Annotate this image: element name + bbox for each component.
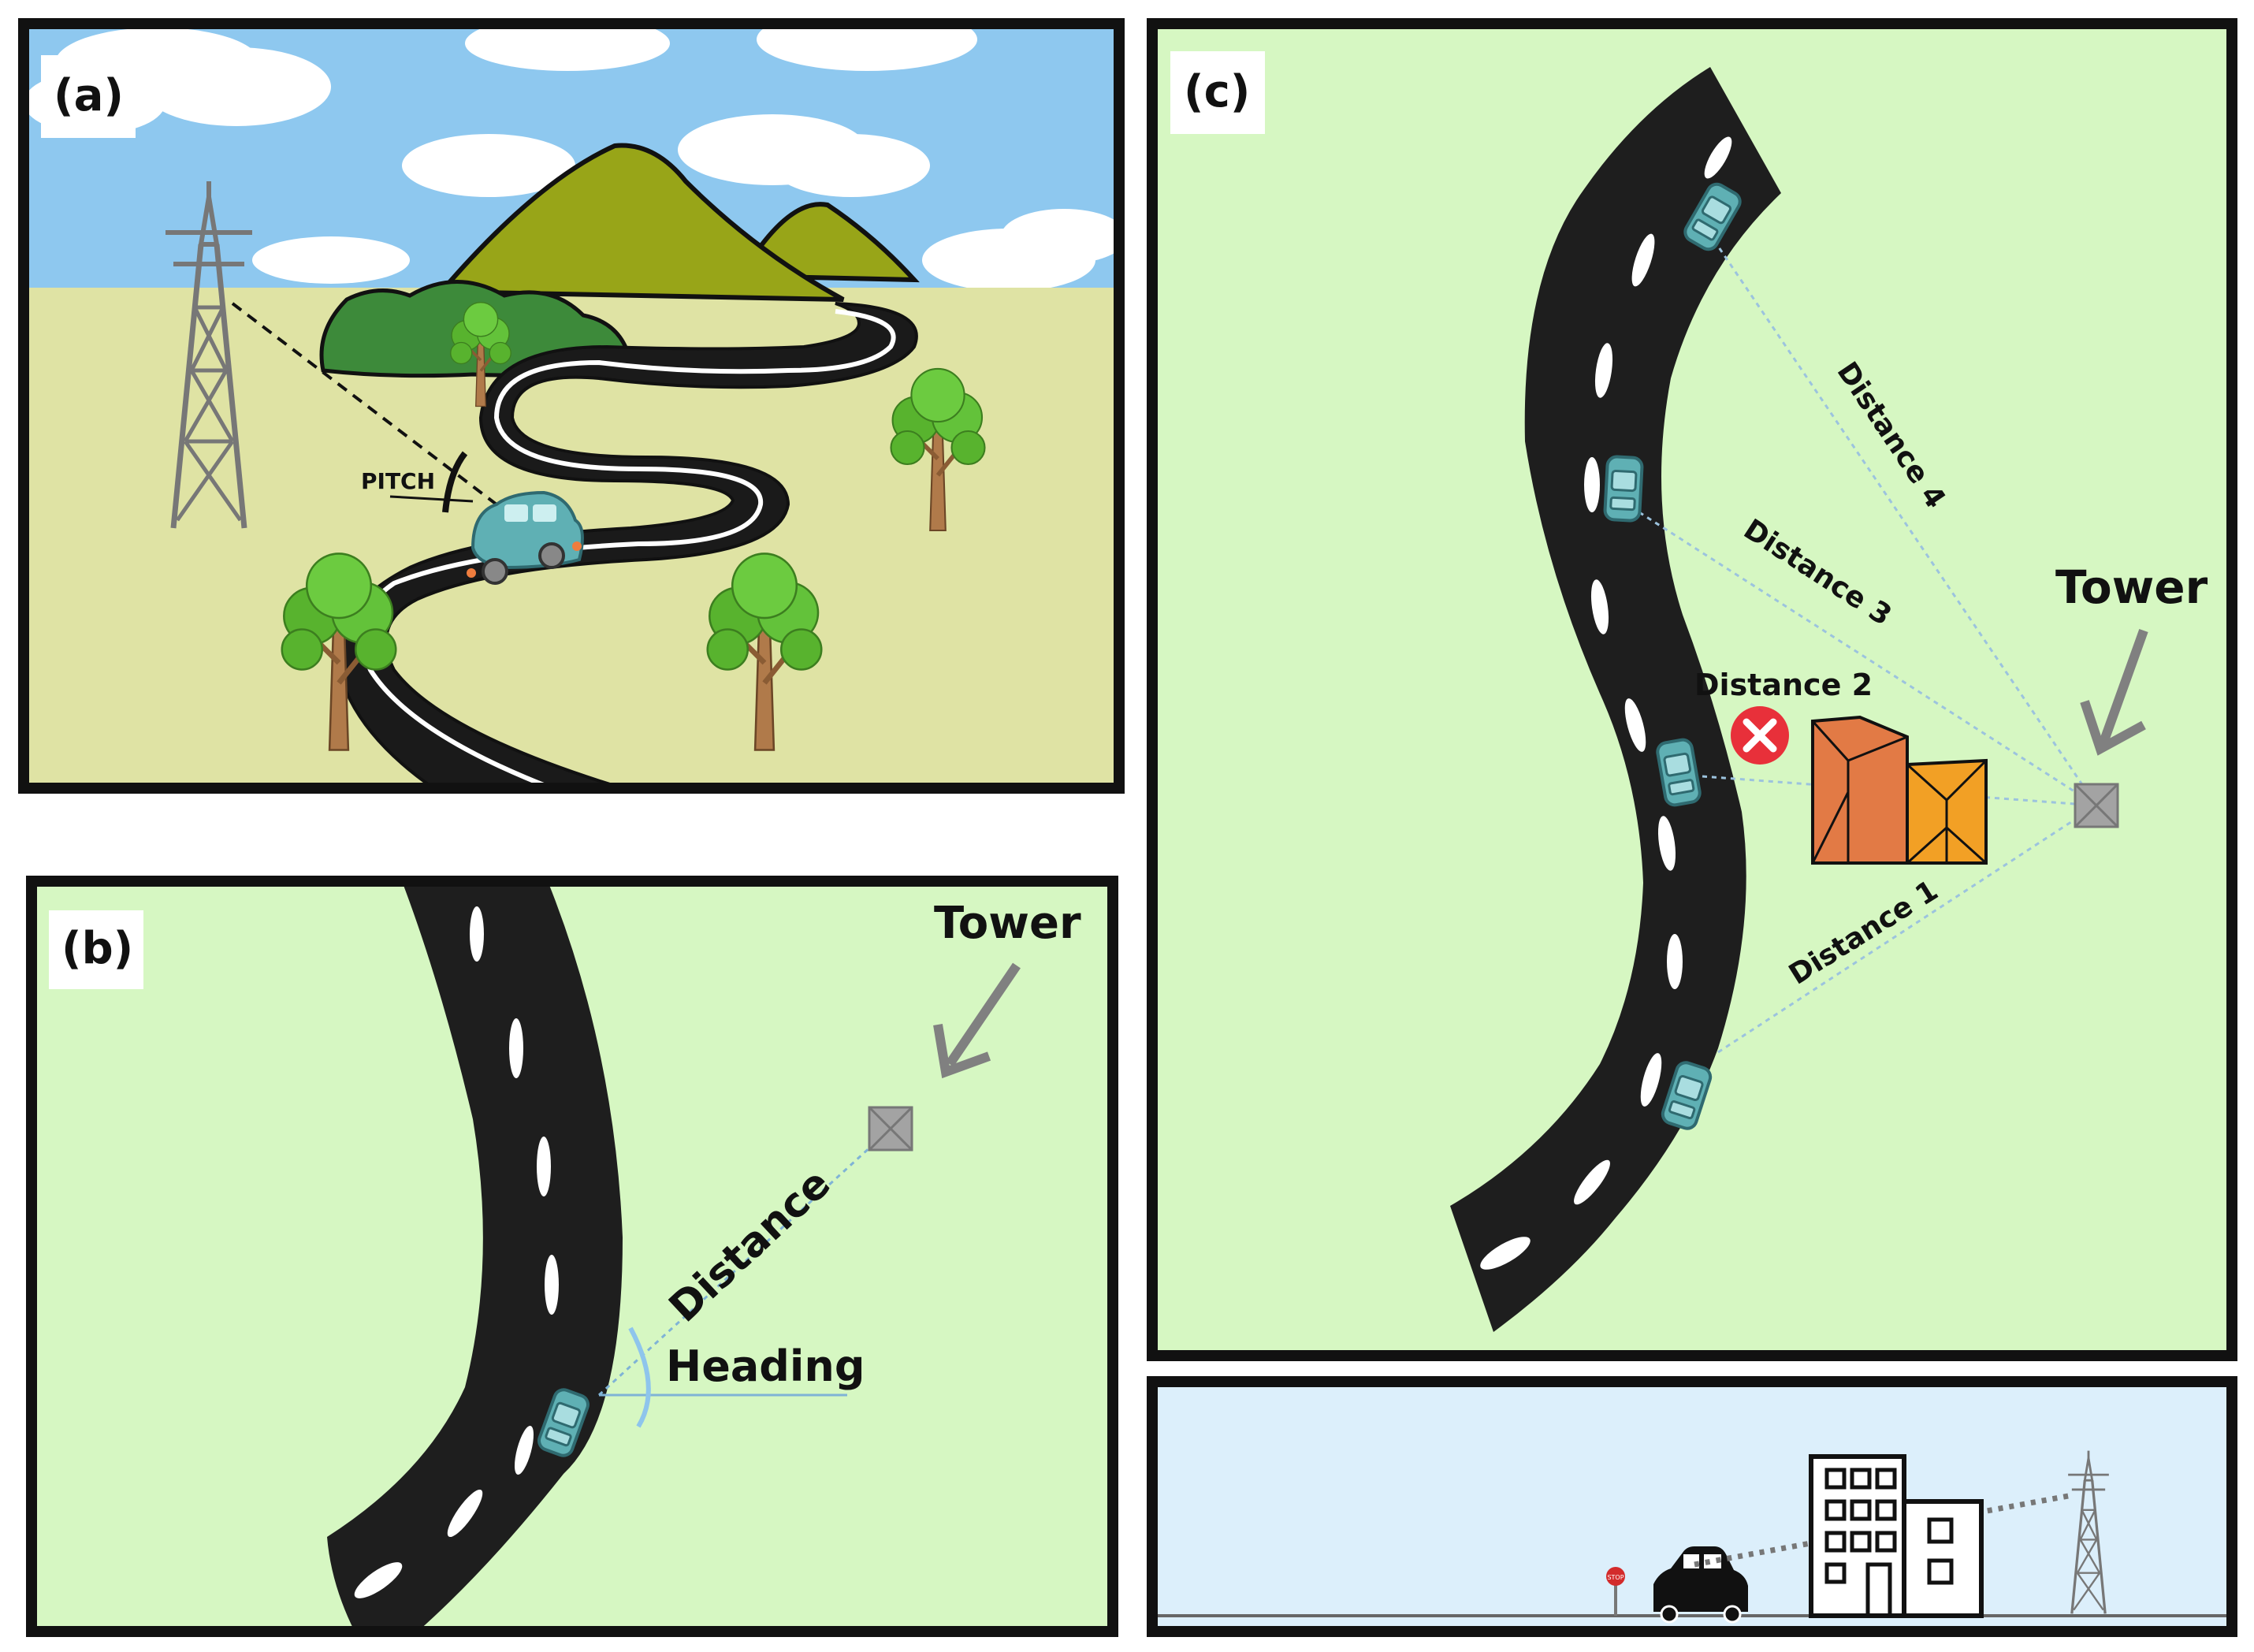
panel-a-label: (a) — [54, 70, 124, 121]
panel-c-label: (c) — [1184, 66, 1250, 117]
pitch-label: PITCH — [361, 468, 435, 494]
tower-label-c: Tower — [2055, 560, 2208, 614]
tower-marker-icon — [868, 1106, 913, 1152]
distance-lines — [1638, 240, 2098, 1054]
building-icon — [1811, 715, 1988, 865]
heading-label: Heading — [666, 1341, 865, 1391]
lane-markings — [1480, 136, 1732, 1270]
arrow-icon — [2080, 628, 2148, 756]
panel-a: PITCH (a) — [18, 8, 1127, 794]
stop-sign-icon: STOP — [1606, 1567, 1625, 1616]
panel-d: STOP — [1147, 1376, 2237, 1637]
heading-arc — [628, 1326, 651, 1428]
tower-marker-icon — [2074, 783, 2119, 828]
tower-label-b: Tower — [934, 898, 1081, 949]
pitch-baseline — [389, 495, 474, 503]
distance-2-label: Distance 2 — [1694, 668, 1873, 702]
blocked-x-icon — [1731, 706, 1789, 765]
arrow-icon — [933, 962, 1021, 1079]
stop-sign-text: STOP — [1607, 1574, 1624, 1581]
road-c — [1450, 67, 1781, 1332]
panel-b-label: (b) — [61, 923, 133, 974]
panel-c: Tower Distance 1 Distance 2 Distance 3 D… — [1147, 18, 2237, 1361]
building-icon — [1809, 1454, 1984, 1618]
pitch-arc — [442, 451, 468, 513]
mountain-icon — [436, 143, 920, 302]
car-icon — [467, 490, 584, 585]
lane-markings — [354, 906, 559, 1598]
panel-b: Tower Distance Heading (b) — [26, 876, 1118, 1637]
car-icon — [1605, 456, 1642, 521]
